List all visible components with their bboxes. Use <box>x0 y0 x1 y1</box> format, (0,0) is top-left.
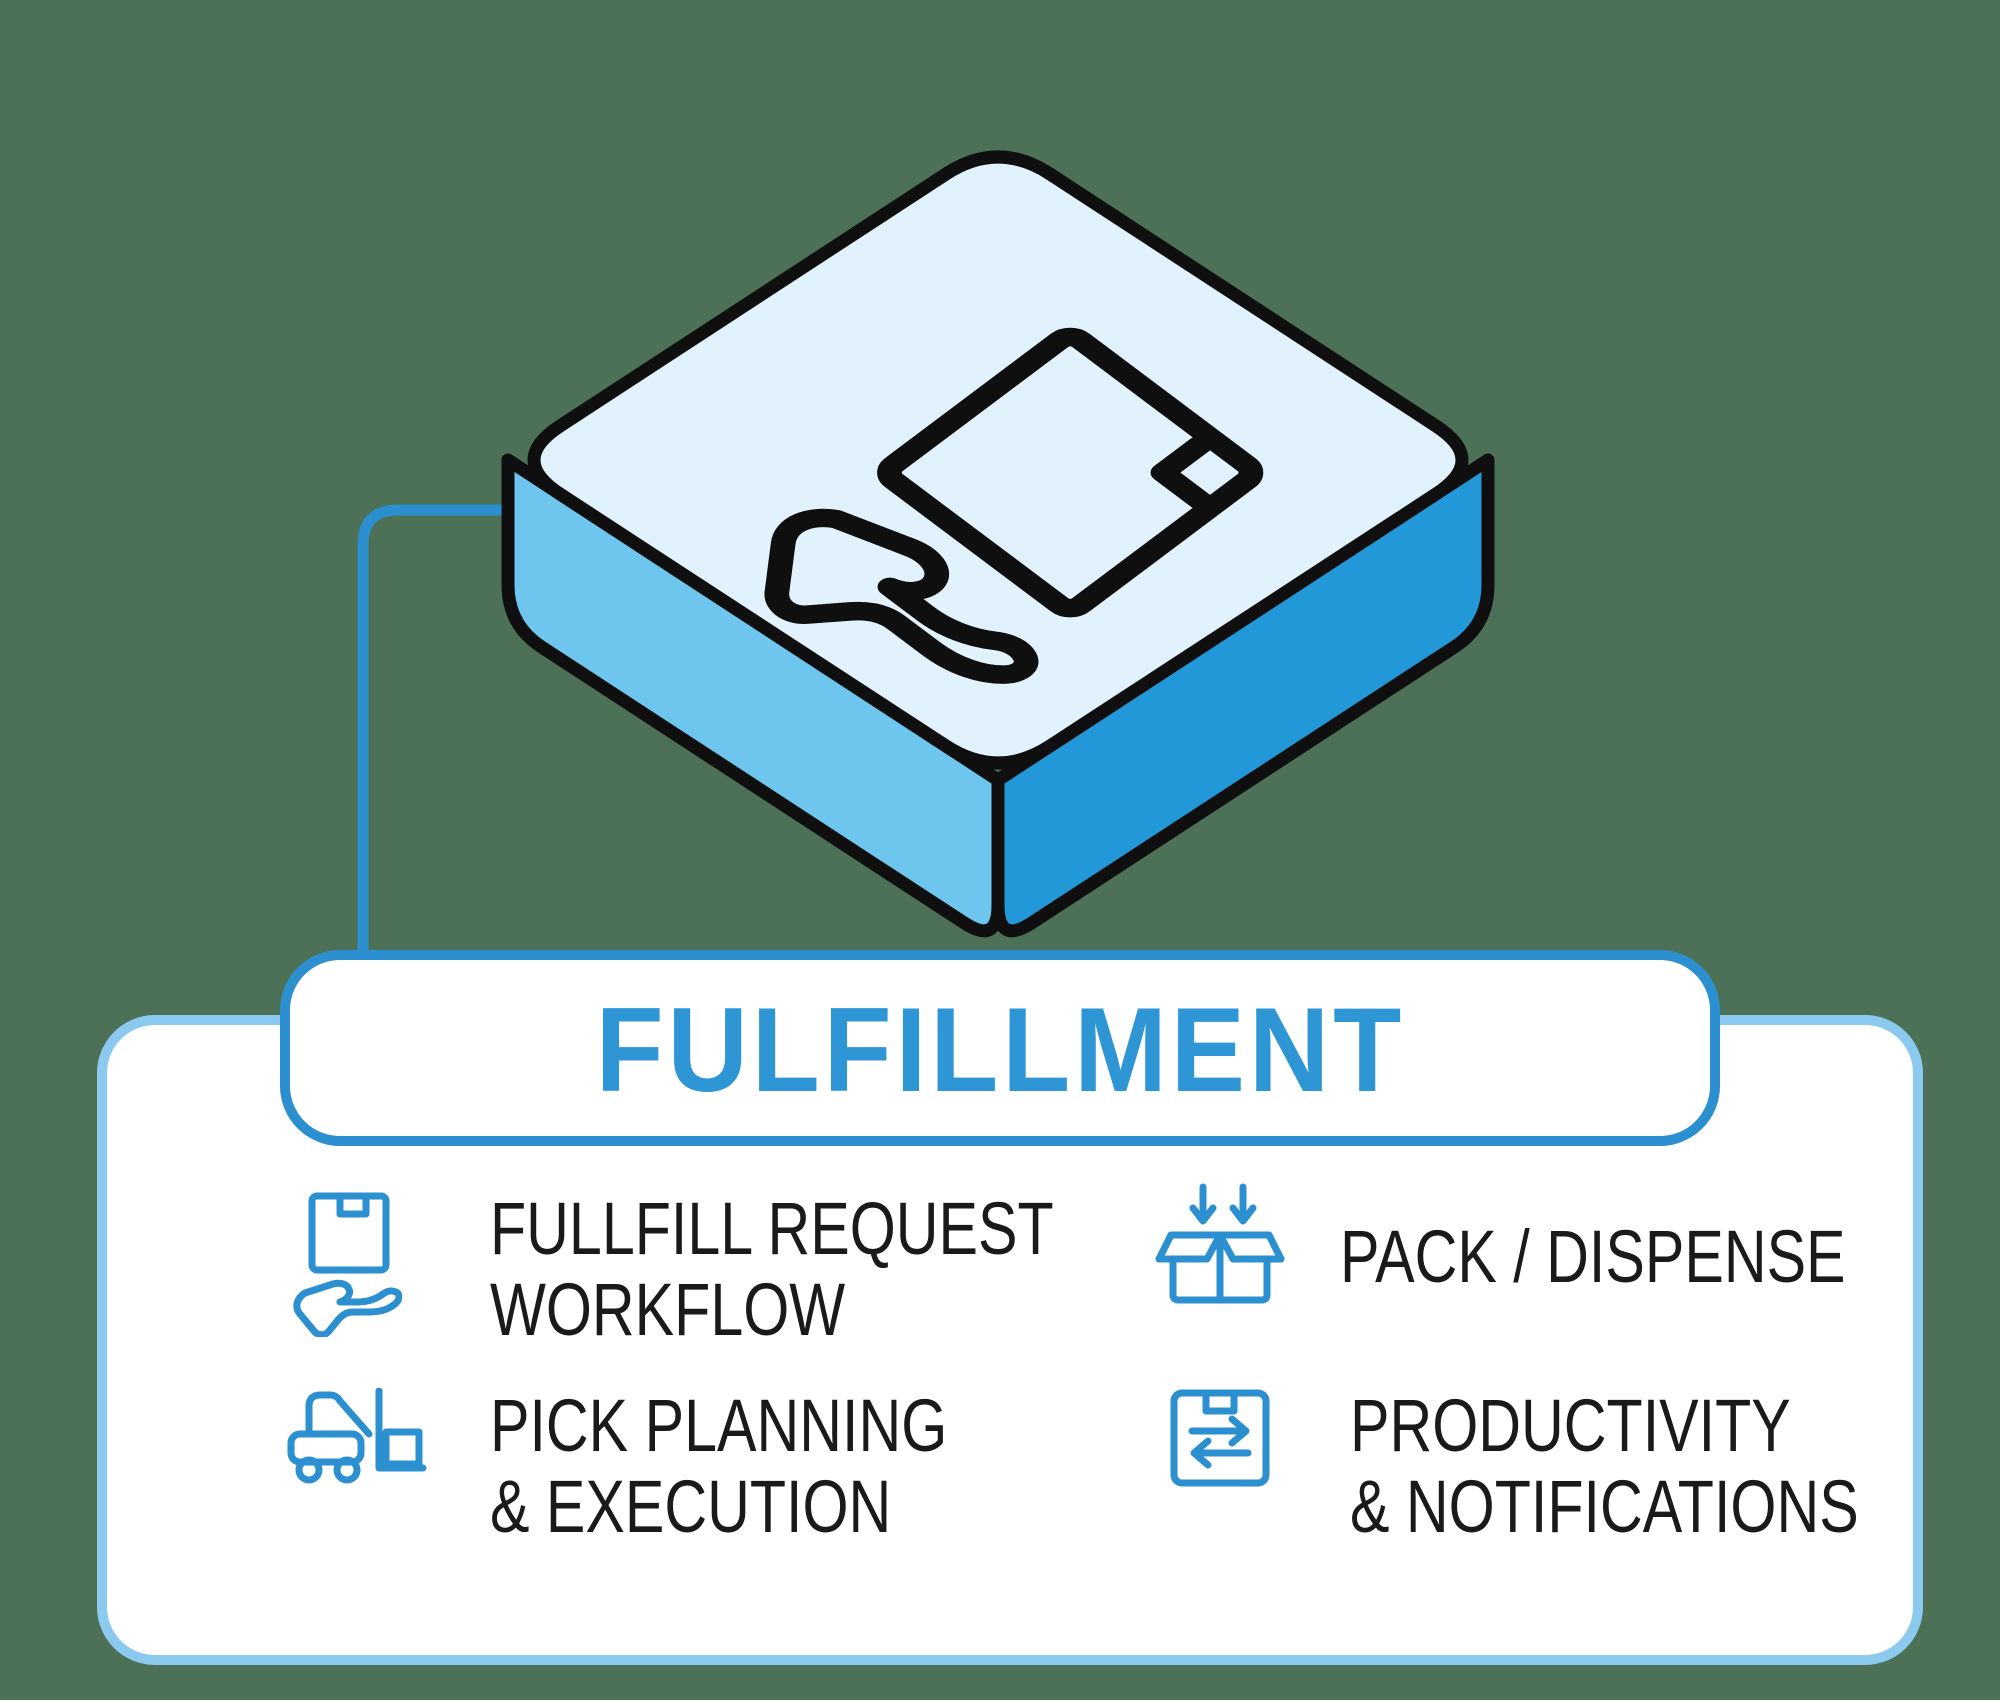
package-on-hand-icon <box>293 1192 402 1337</box>
cube-right-face <box>991 453 1495 938</box>
package-outline <box>877 327 1264 618</box>
feature-label-fullfill-request: FULLFILL REQUEST WORKFLOW <box>490 1187 1054 1351</box>
feature-label-pick-planning: PICK PLANNING & EXECUTION <box>490 1384 948 1548</box>
feature-label-productivity: PRODUCTIVITY & NOTIFICATIONS <box>1350 1384 1859 1548</box>
forklift-icon <box>287 1388 427 1484</box>
hand-outline <box>764 508 1039 684</box>
open-box-down-arrows-icon <box>1155 1183 1285 1304</box>
hand-holding-package-glyph <box>764 327 1264 684</box>
package-tape-corner <box>1150 429 1221 517</box>
page-title: FULFILLMENT <box>595 983 1405 1117</box>
feature-label-pack-dispense: PACK / DISPENSE <box>1340 1215 1846 1298</box>
hero-cube <box>501 150 1495 938</box>
cube-top-face <box>527 150 1469 770</box>
connector-line <box>357 504 510 952</box>
cube-left-face <box>501 453 1005 938</box>
box-transfer-arrows-icon <box>1170 1389 1270 1487</box>
title-box: FULFILLMENT <box>280 950 1720 1146</box>
